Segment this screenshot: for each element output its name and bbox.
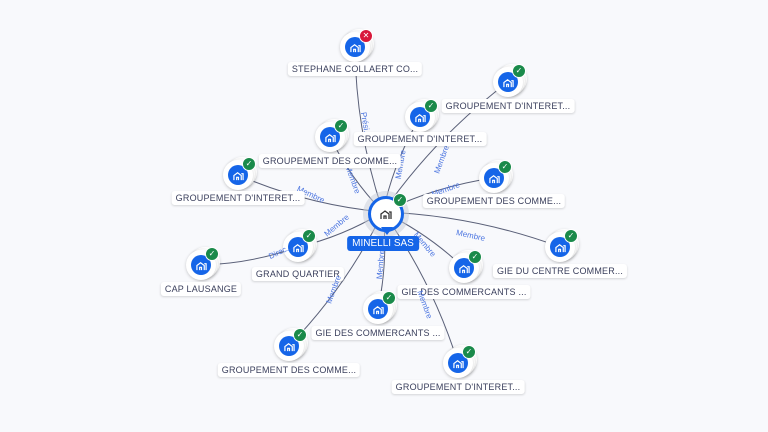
- company-node[interactable]: ✕: [340, 29, 374, 62]
- node-label[interactable]: CAP LAUSANGE: [160, 282, 242, 296]
- company-node[interactable]: ✓: [315, 119, 349, 152]
- check-icon: ✓: [512, 64, 526, 78]
- building-icon: [380, 210, 392, 219]
- center-node[interactable]: ✓: [368, 193, 407, 235]
- check-icon: ✓: [564, 229, 578, 243]
- node-label[interactable]: GIE DES COMMERCANTS ...: [311, 326, 445, 340]
- check-icon: ✓: [302, 229, 316, 243]
- check-icon: ✓: [293, 328, 307, 342]
- company-node[interactable]: ✓: [283, 229, 317, 262]
- building-icon: [410, 107, 430, 127]
- check-icon: ✓: [382, 291, 396, 305]
- node-label[interactable]: GIE DU CENTRE COMMER...: [492, 264, 628, 278]
- node-label[interactable]: GROUPEMENT DES COMME...: [217, 363, 361, 377]
- check-icon: ✓: [462, 345, 476, 359]
- company-node[interactable]: ✓: [449, 250, 483, 283]
- building-icon: [498, 72, 518, 92]
- building-icon: [484, 168, 504, 188]
- check-icon: ✓: [468, 250, 482, 264]
- company-node[interactable]: ✓: [443, 345, 477, 378]
- company-node[interactable]: ✓: [545, 229, 579, 262]
- node-label[interactable]: GIE DES COMMERCANTS ...: [397, 285, 531, 299]
- building-icon: [368, 299, 388, 319]
- company-node[interactable]: ✓: [479, 160, 513, 193]
- building-icon: [454, 258, 474, 278]
- building-icon: [448, 353, 468, 373]
- building-icon: [550, 237, 570, 257]
- check-icon: ✓: [242, 157, 256, 171]
- building-icon: [320, 127, 340, 147]
- check-icon: ✓: [334, 119, 348, 133]
- node-label[interactable]: GROUPEMENT DES COMME...: [258, 154, 402, 168]
- company-node[interactable]: ✓: [493, 64, 527, 97]
- check-icon: ✓: [393, 193, 407, 207]
- company-node[interactable]: ✓: [405, 99, 439, 132]
- building-icon: [279, 336, 299, 356]
- close-icon: ✕: [359, 29, 373, 43]
- edge: [237, 174, 384, 213]
- node-label[interactable]: GRAND QUARTIER: [251, 267, 345, 281]
- company-node[interactable]: ✓: [363, 291, 397, 324]
- building-icon: [345, 37, 365, 57]
- check-icon: ✓: [424, 99, 438, 113]
- check-icon: ✓: [498, 160, 512, 174]
- node-label[interactable]: GROUPEMENT D'INTERET...: [171, 191, 305, 205]
- edge: [382, 211, 561, 248]
- node-label[interactable]: GROUPEMENT DES COMME...: [422, 194, 566, 208]
- building-icon: [288, 237, 308, 257]
- building-icon: [228, 165, 248, 185]
- company-node[interactable]: ✓: [223, 157, 257, 190]
- company-node[interactable]: ✓: [186, 247, 220, 280]
- node-label[interactable]: GROUPEMENT D'INTERET...: [391, 380, 525, 394]
- company-node[interactable]: ✓: [274, 328, 308, 361]
- check-icon: ✓: [205, 247, 219, 261]
- node-label[interactable]: GROUPEMENT D'INTERET...: [441, 99, 575, 113]
- node-label[interactable]: STEPHANE COLLAERT CO...: [287, 62, 423, 76]
- building-icon: [191, 255, 211, 275]
- center-node-label: MINELLI SAS: [347, 236, 419, 251]
- node-label[interactable]: GROUPEMENT D'INTERET...: [353, 132, 487, 146]
